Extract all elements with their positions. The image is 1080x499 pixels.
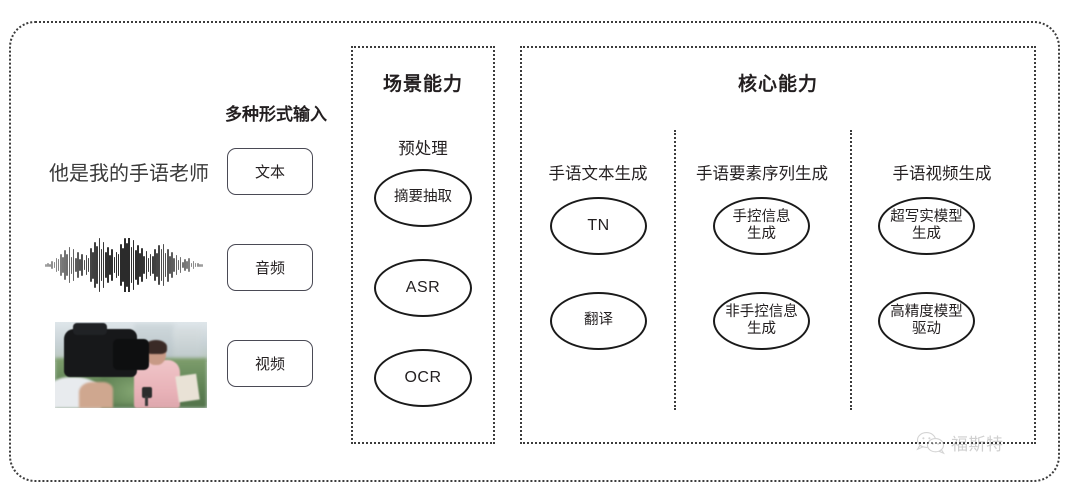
wechat-icon: [916, 431, 945, 454]
core-column-label-video: 手语视频生成: [892, 165, 992, 183]
core-node-translate[interactable]: 翻译: [550, 292, 647, 350]
core-node-tn-label: TN: [587, 216, 610, 234]
scene-node-ocr[interactable]: OCR: [374, 349, 472, 407]
core-node-nonmanual-info[interactable]: 非手控信息 生成: [713, 292, 810, 350]
core-node-manual-info[interactable]: 手控信息 生成: [713, 197, 810, 255]
core-node-highprecision-model-label: 高精度模型 驱动: [890, 304, 963, 338]
scene-node-summary[interactable]: 摘要抽取: [374, 169, 472, 227]
thumb-reporter-notes: [174, 373, 200, 403]
input-chip-video-label: 视频: [254, 356, 285, 373]
core-node-hyperreal-model-label: 超写实模型 生成: [890, 209, 963, 243]
input-chip-audio-label: 音频: [254, 260, 285, 277]
outer-frame: [9, 21, 1060, 482]
line-2: 生成: [747, 226, 776, 242]
core-node-hyperreal-model[interactable]: 超写实模型 生成: [878, 197, 975, 255]
scene-node-asr-label: ASR: [405, 278, 441, 296]
core-node-translate-label: 翻译: [584, 312, 613, 329]
video-thumbnail-icon: [55, 322, 207, 408]
thumb-microphone: [142, 387, 152, 398]
audio-waveform-icon: [45, 238, 203, 292]
input-section-heading: 多种形式输入: [225, 105, 327, 124]
watermark: 福斯特: [916, 430, 1004, 455]
scene-capability-panel: 场景能力 预处理 摘要抽取 ASR OCR: [351, 46, 495, 444]
line-1: 高精度模型: [890, 303, 963, 320]
line-1: 手控信息: [732, 208, 791, 225]
core-node-nonmanual-info-label: 非手控信息 生成: [725, 304, 798, 338]
thumb-microphone-handle: [144, 395, 149, 407]
input-chip-text-label: 文本: [254, 164, 285, 181]
thumb-building-b: [173, 328, 201, 362]
core-capability-panel: 核心能力 手语文本生成 TN 翻译 手语要素序列生成 手控信息 生成 非手控信息…: [520, 46, 1036, 444]
input-chip-text[interactable]: 文本: [227, 148, 313, 195]
thumb-operator-arm: [79, 382, 113, 408]
core-column-label-elements: 手语要素序列生成: [696, 165, 828, 183]
scene-node-ocr-label: OCR: [404, 368, 442, 386]
line-2: 驱动: [912, 321, 941, 337]
scene-panel-title: 场景能力: [382, 74, 463, 95]
scene-node-asr[interactable]: ASR: [374, 259, 472, 317]
line-1: 超写实模型: [890, 208, 963, 225]
thumb-camera-lens: [112, 339, 150, 371]
scene-node-summary-label: 摘要抽取: [394, 189, 452, 206]
core-column-label-text: 手语文本生成: [548, 165, 648, 183]
core-node-highprecision-model[interactable]: 高精度模型 驱动: [878, 292, 975, 350]
input-chip-audio[interactable]: 音频: [227, 244, 313, 291]
scene-column-label: 预处理: [398, 140, 448, 158]
thumb-reporter-hair: [144, 340, 168, 354]
line-2: 生成: [747, 321, 776, 337]
sample-input-text: 他是我的手语老师: [49, 163, 209, 185]
core-column-divider-2: [850, 130, 852, 410]
input-chip-video[interactable]: 视频: [227, 340, 313, 387]
line-2: 生成: [912, 226, 941, 242]
core-panel-title: 核心能力: [737, 74, 818, 95]
core-node-tn[interactable]: TN: [550, 197, 647, 255]
watermark-text: 福斯特: [951, 435, 1004, 454]
thumb-camera-top: [73, 322, 107, 335]
line-1: 非手控信息: [725, 303, 798, 320]
core-column-divider-1: [674, 130, 676, 410]
core-node-manual-info-label: 手控信息 生成: [733, 209, 791, 243]
